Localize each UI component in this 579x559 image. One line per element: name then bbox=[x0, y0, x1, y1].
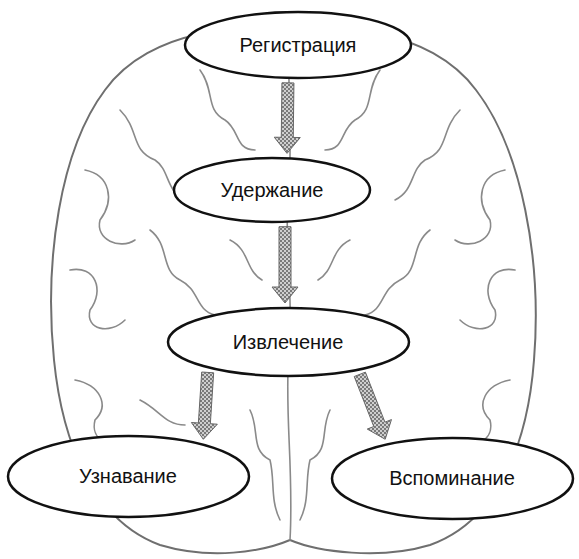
ellipse-shape bbox=[174, 158, 370, 222]
block-arrow bbox=[272, 227, 298, 303]
brain-gyrus bbox=[460, 269, 515, 328]
brain-gyrus bbox=[455, 380, 510, 444]
memory-stage-ellipse: Извлечение bbox=[166, 306, 411, 378]
brain-gyrus bbox=[85, 170, 135, 244]
block-arrow bbox=[274, 83, 300, 154]
memory-stage-ellipse: Узнавание bbox=[6, 434, 251, 519]
brain-gyrus bbox=[140, 400, 185, 425]
stage-label: Удержание bbox=[221, 178, 324, 202]
stage-label: Регистрация bbox=[240, 33, 357, 57]
ellipse-shape bbox=[332, 438, 573, 519]
stage-label: Извлечение bbox=[233, 330, 344, 354]
brain-gyrus bbox=[250, 410, 280, 520]
ellipse-shape bbox=[168, 308, 409, 376]
brain-gyrus bbox=[365, 230, 430, 315]
brain-gyrus bbox=[318, 240, 350, 280]
brain-outline bbox=[51, 30, 536, 553]
memory-stage-ellipse: Регистрация bbox=[183, 10, 413, 80]
brain-gyrus bbox=[455, 170, 505, 244]
stage-label: Узнавание bbox=[79, 464, 177, 488]
stage-label: Вспоминание bbox=[389, 466, 515, 490]
memory-stage-ellipse: Вспоминание bbox=[330, 436, 575, 521]
ellipse-shape bbox=[185, 12, 411, 78]
brain-gyrus bbox=[150, 230, 215, 315]
brain-gyrus bbox=[395, 110, 460, 200]
block-arrow bbox=[191, 372, 217, 439]
brain-gyrus bbox=[300, 410, 330, 520]
memory-stage-ellipse: Удержание bbox=[172, 156, 372, 224]
ellipse-shape bbox=[8, 436, 249, 517]
brain-gyrus bbox=[70, 269, 125, 328]
block-arrow bbox=[354, 372, 391, 439]
brain-gyrus bbox=[200, 70, 255, 150]
brain-gyrus bbox=[230, 240, 262, 280]
brain-gyrus bbox=[325, 70, 380, 150]
